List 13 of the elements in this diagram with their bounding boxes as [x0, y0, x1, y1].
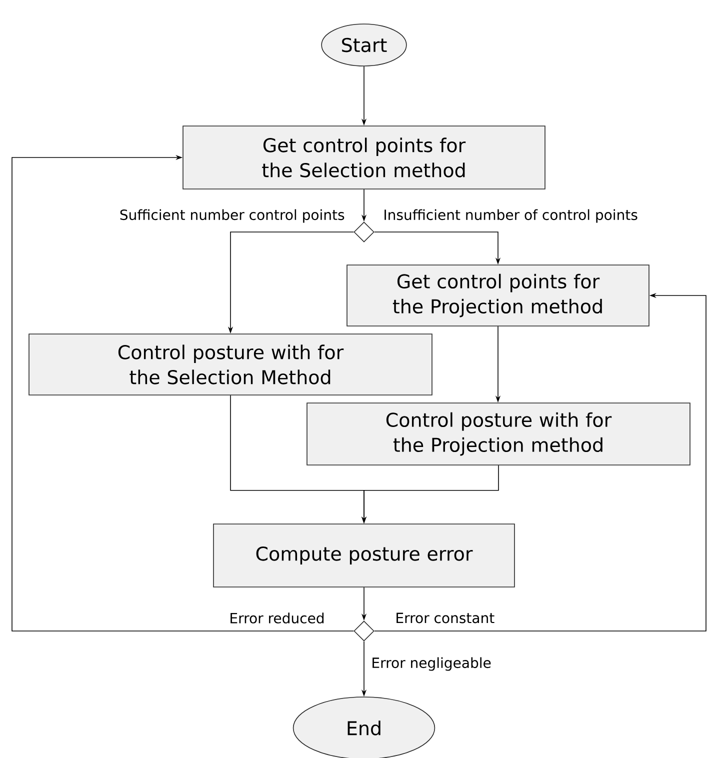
process-box: Get control points for the Projection method: [346, 264, 650, 326]
edge-label: Error reduced: [228, 612, 326, 624]
decision-diamond: [354, 620, 374, 642]
process-box: Control posture with for the Selection Method: [28, 334, 432, 396]
arrow: [12, 154, 354, 632]
edge-label: Insufficient number of control points: [382, 208, 639, 224]
edge-label: Error constant: [394, 612, 496, 624]
process-box: Compute posture error: [213, 524, 515, 588]
process-box: Control posture with for the Projection method: [306, 402, 690, 466]
edge-label: Sufficient number control points: [118, 208, 346, 224]
edge-label: Error negligeable: [370, 656, 492, 672]
decision-diamond: [354, 222, 374, 242]
process-box: Get control points for the Selection method: [182, 126, 546, 190]
